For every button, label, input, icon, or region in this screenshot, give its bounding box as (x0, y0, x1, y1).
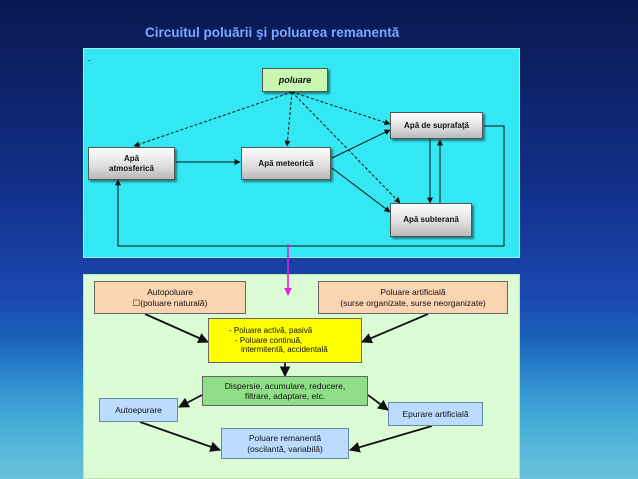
edge-poluare-to-atmosferica (133, 91, 293, 148)
node-apa-subterana: Apă subterană (390, 203, 472, 237)
edge-artificiala-to-activa (361, 313, 429, 344)
node-autopoluare-line2-text: (poluare naturală) (140, 297, 208, 308)
node-poluare-activa-line2: - Poluare continuă, (235, 335, 303, 345)
node-apa-subterana-label: Apă subterană (403, 215, 459, 225)
node-apa-suprafata: Apă de suprafaţă (390, 112, 483, 139)
node-poluare-remanenta-line2: (oscilantă, variabilă) (247, 443, 323, 454)
node-apa-meteorica-label: Apă meteorică (258, 158, 314, 168)
edge-poluare-to-suprafata (291, 91, 391, 126)
edge-autoepurare-to-remanenta (139, 421, 222, 452)
node-apa-meteorica: Apă meteorică (241, 147, 331, 180)
edge-poluare-to-meteorica (284, 91, 293, 147)
checkbox-glyph-icon: ☐ (132, 297, 141, 308)
edge-dispersie-to-autoepurare (178, 394, 203, 408)
edge-autopoluare-to-activa (144, 313, 209, 343)
node-poluare-activa-line3: intermitentă, accidentală (241, 345, 328, 355)
node-autoepurare-label: Autoepurare (115, 404, 162, 415)
edge-meteorica-to-subterana (331, 167, 391, 213)
node-apa-atmosferica: Apă atmosferică (88, 147, 175, 180)
node-dispersie-line2: filtrare, adaptare, etc. (244, 391, 326, 401)
node-epurare-artificiala-label: Epurare artificială (402, 408, 469, 419)
edge-suprafata-loop-to-atmosferica (115, 125, 505, 247)
node-poluare-label: poluare (278, 74, 312, 85)
node-poluare-artificiala: Poluare artificială (surse organizate, s… (318, 281, 508, 314)
edge-meteorica-to-suprafata (331, 129, 391, 159)
corner-mark: - (88, 56, 91, 65)
node-autopoluare-line1: Autopoluare (147, 287, 193, 298)
node-poluare-remanenta-line1: Poluare remanentă (248, 433, 322, 444)
node-dispersie: Dispersie, acumulare, reducere, filtrare… (202, 376, 368, 406)
node-epurare-artificiala: Epurare artificială (388, 402, 483, 426)
node-autoepurare: Autoepurare (99, 398, 178, 422)
node-dispersie-line1: Dispersie, acumulare, reducere, (224, 380, 346, 391)
node-poluare-activa-line1: - Poluare activă, pasivă (229, 326, 313, 336)
slide-title: Circuitul poluării şi poluarea remanentă (145, 25, 400, 40)
edge-epurare-to-remanenta (348, 425, 433, 453)
edge-dispersie-to-epurare (367, 394, 389, 411)
node-autopoluare: Autopoluare ☐(poluare naturală) (94, 281, 246, 314)
edge-poluare-to-subterana (291, 91, 401, 204)
node-autopoluare-line2: ☐(poluare naturală) (133, 298, 208, 308)
node-poluare-remanenta: Poluare remanentă (oscilantă, variabilă) (221, 428, 349, 459)
node-poluare-activa: - Poluare activă, pasivă - Poluare conti… (208, 318, 362, 363)
node-apa-atmosferica-line2: atmosferică (109, 163, 154, 173)
node-poluare-artificiala-line2: (surse organizate, surse neorganizate) (340, 297, 486, 308)
node-apa-suprafata-label: Apă de suprafaţă (404, 120, 469, 130)
node-poluare: poluare (262, 68, 328, 92)
node-poluare-artificiala-line1: Poluare artificială (380, 287, 446, 298)
node-apa-atmosferica-line1: Apă (123, 153, 140, 163)
